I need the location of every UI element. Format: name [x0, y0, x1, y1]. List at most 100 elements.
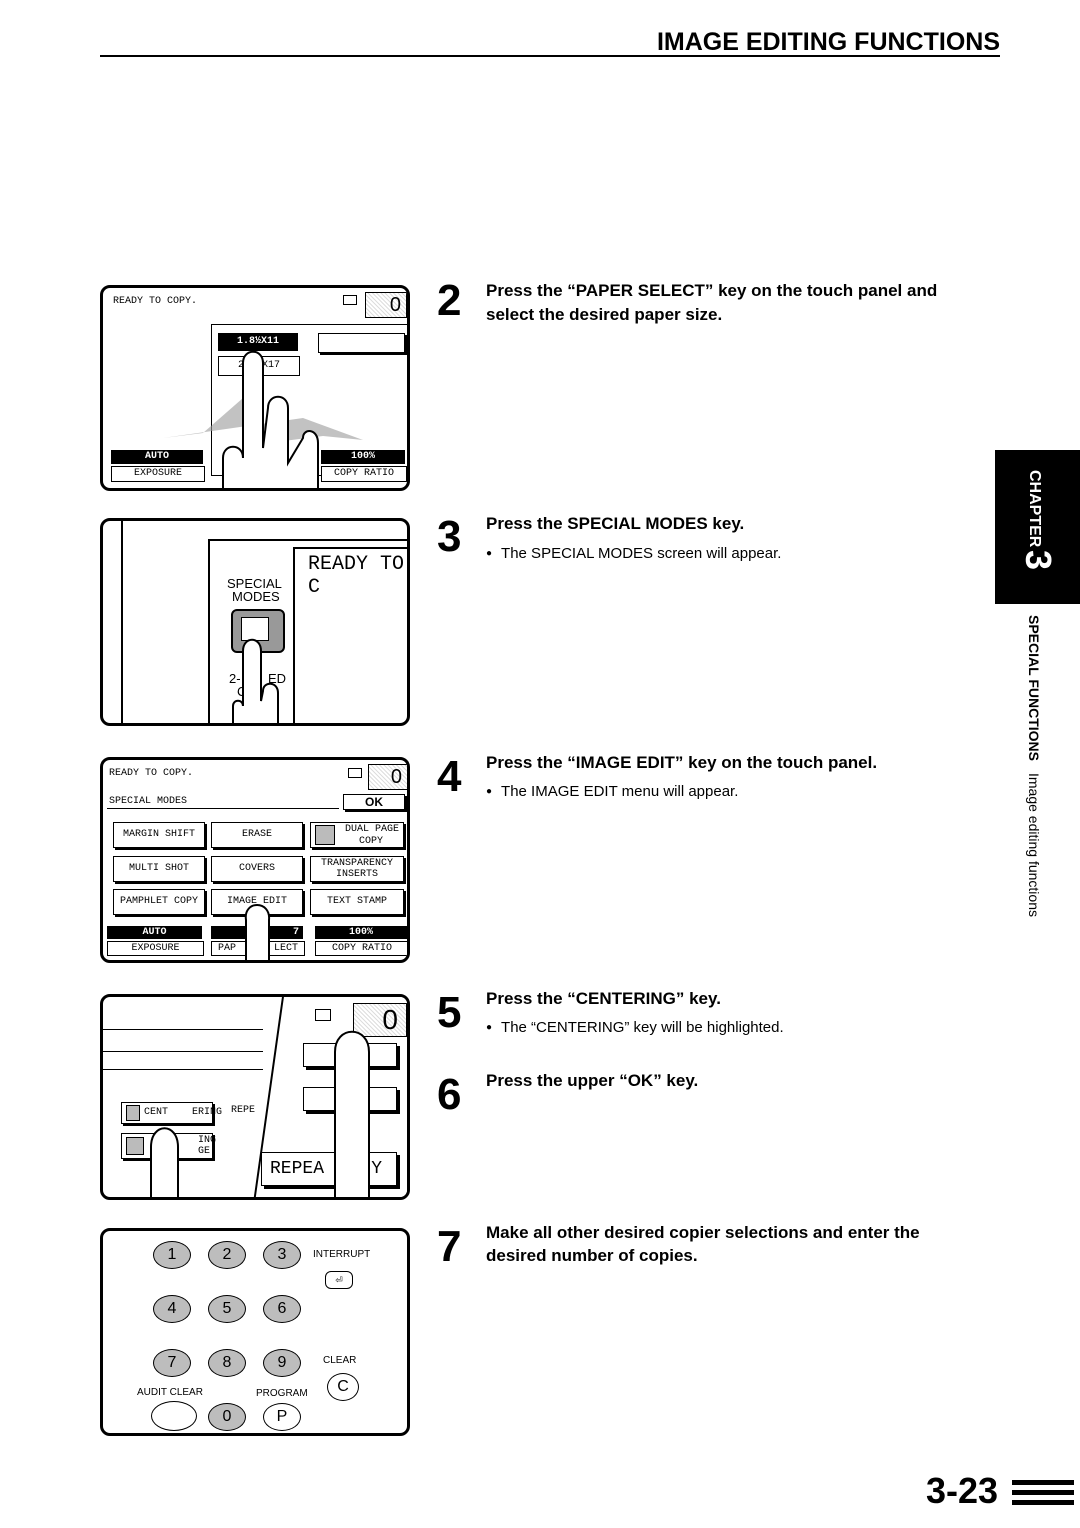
- dual-page-icon: [315, 825, 335, 845]
- repeat-tail: Y: [371, 1159, 382, 1179]
- centering-label-left: CENT: [144, 1107, 169, 1118]
- audit-clear-key[interactable]: [151, 1401, 197, 1431]
- repeat-copy-button[interactable]: REPEA Y: [261, 1152, 397, 1186]
- two-sided-label-1: 2-: [229, 671, 241, 686]
- step-7-number: 7: [437, 1222, 462, 1271]
- two-sided-label-2: ED: [268, 671, 287, 686]
- key-8[interactable]: 8: [208, 1349, 246, 1377]
- side-section-text: SPECIAL FUNCTIONS Image editing function…: [1026, 615, 1042, 917]
- paper-tray-icon: [315, 1009, 331, 1021]
- step-6-number: 6: [437, 1070, 462, 1119]
- pointing-hand-icon: [163, 350, 363, 488]
- subsection-label: Image editing functions: [1026, 772, 1042, 917]
- copy-count: 0: [389, 294, 401, 316]
- copy-count-box: 0: [365, 292, 407, 318]
- paper-tray-icon: [348, 768, 362, 778]
- section-label: SPECIAL FUNCTIONS: [1026, 615, 1042, 761]
- panel-frame-left: [121, 521, 123, 723]
- multi-shot-button[interactable]: MULTI SHOT: [113, 856, 205, 882]
- copy-ratio-button[interactable]: COPY RATIO: [315, 941, 407, 956]
- margin-shift-button[interactable]: MARGIN SHIFT: [113, 822, 205, 848]
- numeric-keypad: 1 2 3 INTERRUPT ⏎ 4 5 6 7 8 9 CLEAR C AU…: [100, 1228, 410, 1436]
- key-5[interactable]: 5: [208, 1295, 246, 1323]
- screen-title: SPECIAL MODES: [109, 796, 188, 807]
- key-2[interactable]: 2: [208, 1241, 246, 1269]
- header-rule: [100, 55, 1000, 57]
- repeat-partial-label: REPE: [231, 1105, 256, 1116]
- paper-label-left: PAP: [218, 943, 237, 954]
- step-2-title-line2: select the desired paper size.: [486, 305, 723, 324]
- covers-button[interactable]: COVERS: [211, 856, 303, 882]
- step-5-number: 5: [437, 988, 462, 1037]
- paper-label-right: LECT: [273, 943, 298, 954]
- key-3[interactable]: 3: [263, 1241, 301, 1269]
- centering-button[interactable]: CENT ERING: [121, 1102, 222, 1124]
- ok-button[interactable]: OK: [343, 794, 405, 810]
- step-2-title-line1: Press the “PAPER SELECT” key on the touc…: [486, 281, 938, 300]
- audit-clear-label: AUDIT CLEAR: [137, 1387, 203, 1398]
- copy-count: 0: [390, 766, 402, 788]
- key-4[interactable]: 4: [153, 1295, 191, 1323]
- interrupt-key[interactable]: ⏎: [325, 1271, 353, 1289]
- key-1[interactable]: 1: [153, 1241, 191, 1269]
- text-stamp-button[interactable]: TEXT STAMP: [310, 889, 404, 915]
- program-label: PROGRAM: [256, 1388, 308, 1399]
- program-key[interactable]: P: [263, 1403, 301, 1431]
- ratio-bar: 100%: [315, 926, 407, 939]
- special-modes-label-1: SPECIAL: [227, 576, 282, 591]
- two-sided-label-3: C: [237, 684, 247, 699]
- centering-label-right: ERING: [192, 1107, 223, 1118]
- page-number-rule-2: [1012, 1490, 1074, 1495]
- step-4-bullet: The IMAGE EDIT menu will appear.: [486, 782, 738, 804]
- bypass-tray-button[interactable]: [318, 333, 405, 353]
- pamphlet-copy-button[interactable]: PAMPHLET COPY: [113, 889, 205, 915]
- pointing-hand-icon: [150, 1030, 370, 1197]
- key-9[interactable]: 9: [263, 1349, 301, 1377]
- dual-page-copy-button[interactable]: DUAL PAGE COPY: [310, 822, 404, 848]
- step-6-title: Press the upper “OK” key.: [486, 1071, 699, 1090]
- title-rule: [107, 808, 339, 809]
- copy-count-box: 0: [353, 1003, 407, 1037]
- transparency-inserts-button[interactable]: TRANSPARENCY INSERTS: [310, 856, 404, 882]
- step-5-title: Press the “CENTERING” key.: [486, 989, 721, 1008]
- chapter-number: 3: [1018, 550, 1059, 571]
- inserts-label: INSERTS: [335, 869, 378, 880]
- step-2-number: 2: [437, 276, 462, 325]
- key-0[interactable]: 0: [208, 1403, 246, 1431]
- page-number-rule-1: [1012, 1480, 1074, 1485]
- copy-ratio-button[interactable]: COPY RATIO: [321, 466, 407, 482]
- image-edit-screen: CENT ERING REPE ING GE 0 OK REPEA Y: [100, 994, 410, 1200]
- panel-frame-inner: [208, 539, 407, 723]
- screen-rule-3: [103, 1069, 263, 1070]
- clear-label: CLEAR: [323, 1355, 357, 1366]
- exposure-button[interactable]: EXPOSURE: [107, 941, 204, 956]
- lcd-edge: [293, 547, 407, 723]
- key-7[interactable]: 7: [153, 1349, 191, 1377]
- exposure-auto-bar: AUTO: [111, 450, 203, 464]
- erase-button[interactable]: ERASE: [211, 822, 303, 848]
- ing-label: ING: [198, 1135, 217, 1146]
- step-3-title: Press the SPECIAL MODES key.: [486, 514, 745, 533]
- clear-key[interactable]: C: [327, 1373, 359, 1401]
- exposure-button[interactable]: EXPOSURE: [111, 466, 205, 482]
- paper-option-1[interactable]: 1.8½X11: [218, 333, 298, 351]
- ge-label: GE: [198, 1146, 211, 1157]
- step-3-bullet: The SPECIAL MODES screen will appear.: [486, 544, 781, 566]
- interrupt-label: INTERRUPT: [313, 1249, 371, 1260]
- step-5-bullet: The “CENTERING” key will be highlighted.: [486, 1018, 784, 1040]
- special-modes-screen: READY TO COPY. 0 SPECIAL MODES OK MARGIN…: [100, 757, 410, 963]
- step-7-title-line1: Make all other desired copier selections…: [486, 1223, 920, 1242]
- transparency-label: TRANSPARENCY: [320, 858, 393, 869]
- screen-rule-2: [103, 1051, 263, 1052]
- page-number-rule-3: [1012, 1500, 1074, 1505]
- dual-page-label: DUAL PAGE: [344, 824, 399, 835]
- screen-rule-1: [103, 1029, 263, 1030]
- exposure-auto-bar: AUTO: [107, 926, 202, 939]
- status-text: READY TO COPY.: [109, 768, 194, 779]
- chapter-label: CHAPTER: [1026, 470, 1043, 548]
- key-6[interactable]: 6: [263, 1295, 301, 1323]
- ready-to-copy-text: READY TO C: [308, 553, 405, 599]
- copy-count-box: 0: [368, 764, 407, 790]
- pointing-hand-icon: [244, 904, 271, 960]
- ratio-bar: 100%: [321, 450, 405, 464]
